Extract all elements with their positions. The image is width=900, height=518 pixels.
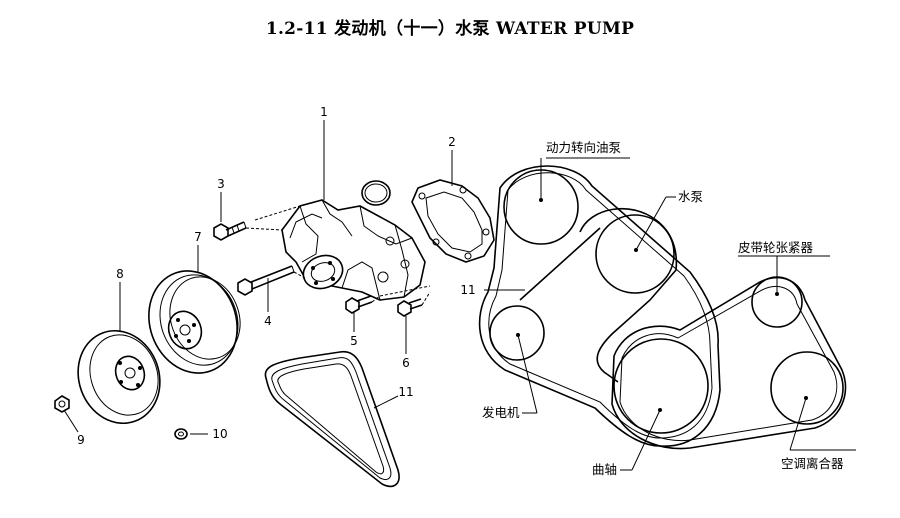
bolt-5 <box>345 295 373 314</box>
page-title: 1.2-11 发动机（十一）水泵 WATER PUMP <box>265 19 635 39</box>
bolt-6 <box>397 298 423 317</box>
part-number-10: 10 <box>212 427 227 441</box>
washer-10 <box>174 428 188 440</box>
label-alternator: 发电机 <box>482 405 520 420</box>
label-power-steering-pump: 动力转向油泵 <box>546 140 621 155</box>
alternator-pulley <box>489 305 545 361</box>
part-number-1: 1 <box>320 105 328 119</box>
ac-clutch-pulley <box>770 351 844 425</box>
o-ring <box>361 180 391 206</box>
part-number-2: 2 <box>448 135 456 149</box>
water-pump-body <box>245 199 431 306</box>
label-water-pump: 水泵 <box>678 189 703 204</box>
belt-routing-diagram <box>478 157 856 471</box>
bolt-4 <box>237 265 295 296</box>
part-number-7: 7 <box>194 230 202 244</box>
part-number-4: 4 <box>264 314 272 328</box>
label-belt-tensioner: 皮带轮张紧器 <box>738 240 814 255</box>
gasket-2 <box>411 179 495 263</box>
label-crankshaft: 曲轴 <box>592 462 617 477</box>
part-number-11-routing: 11 <box>460 283 475 297</box>
water-pump-pulley <box>595 214 675 294</box>
nut-9 <box>54 395 70 413</box>
crankshaft-pulley <box>613 338 709 434</box>
pulley-7 <box>148 270 241 374</box>
pulley-8 <box>77 329 161 425</box>
part-number-6: 6 <box>402 356 410 370</box>
part-number-9: 9 <box>77 433 85 447</box>
part-number-11-belt: 11 <box>398 385 413 399</box>
part-leaders <box>63 120 453 435</box>
part-number-3: 3 <box>217 177 225 191</box>
part-number-5: 5 <box>350 334 358 348</box>
bolt-3 <box>213 221 247 241</box>
loose-belt-11 <box>264 350 400 488</box>
part-number-8: 8 <box>116 267 124 281</box>
label-ac-clutch: 空调离合器 <box>781 456 844 471</box>
